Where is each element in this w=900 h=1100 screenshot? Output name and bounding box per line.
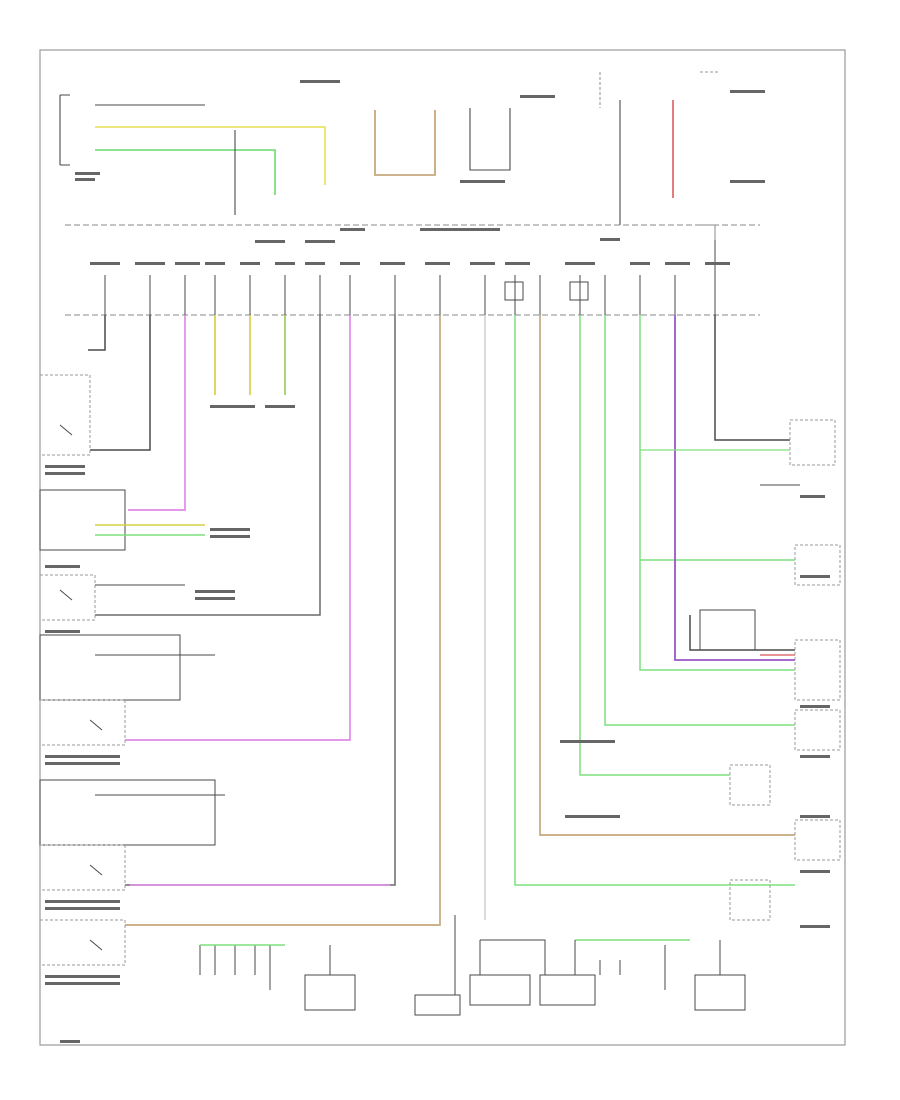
- wire-black-8: [689, 615, 795, 651]
- diagram-border: [39, 49, 846, 1046]
- wire-green-1: [95, 149, 276, 195]
- right-components: [729, 419, 841, 921]
- switch-box-5: [39, 699, 126, 746]
- wire-green-4: [579, 315, 730, 776]
- turn-lamp-box: [794, 544, 841, 586]
- right-front-lamp: [729, 764, 771, 806]
- combination-switch-box: [794, 639, 841, 701]
- top-section: [59, 71, 720, 225]
- wire-green-6: [639, 315, 795, 671]
- wire-tan-1: [374, 110, 436, 176]
- module-box-2: [39, 489, 126, 551]
- left-front-lamp: [729, 879, 771, 921]
- left-components: [39, 374, 225, 966]
- switch-box-1: [39, 374, 91, 456]
- wire-black-5: [88, 315, 106, 351]
- battery-connector: [789, 419, 836, 466]
- switch-box-3: [39, 574, 96, 621]
- wire-black-6: [90, 315, 151, 451]
- module-right-edge: [700, 224, 716, 240]
- rear-lamp-box: [794, 709, 841, 751]
- light-box-6: [39, 779, 216, 846]
- wire-yellow-1: [95, 126, 326, 185]
- wire-gray-1: [95, 315, 321, 616]
- wire-gray-2: [125, 315, 396, 886]
- light-box-4: [39, 634, 181, 701]
- fuse-box-bracket: [599, 71, 720, 108]
- switch-mini-box: [699, 609, 756, 651]
- wire-violet-1: [674, 315, 795, 661]
- wire-tan-3: [539, 315, 795, 836]
- trailer-connector-bracket: [59, 94, 70, 166]
- wire-green-5: [604, 315, 795, 726]
- diagram-labels: [45, 80, 830, 1043]
- main-wires: [88, 315, 795, 926]
- switch-box-7: [39, 844, 126, 891]
- bottom-section: [199, 915, 746, 1016]
- wire-black-7: [714, 315, 790, 441]
- switch-box-8: [39, 919, 126, 966]
- right-headlamp: [794, 819, 841, 861]
- wire-pink-2: [125, 315, 351, 741]
- module-pins: [104, 240, 716, 315]
- wire-pink-1: [128, 315, 186, 511]
- wire-black-3: [469, 108, 511, 171]
- wire-tan-2: [125, 315, 441, 926]
- wire-green-3: [514, 315, 795, 886]
